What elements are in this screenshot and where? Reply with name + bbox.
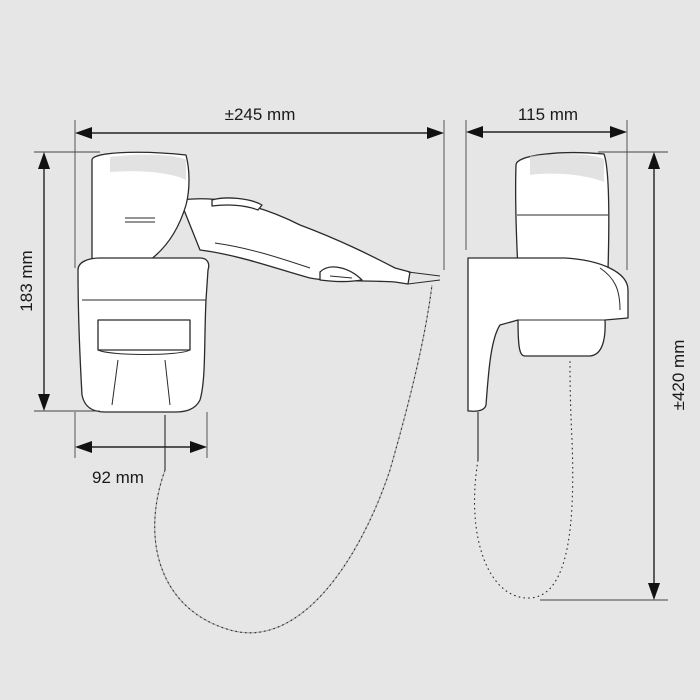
- dim-side-width-label: 115 mm: [518, 105, 578, 124]
- side-coiled-cord: [474, 359, 574, 599]
- dim-total-height: ±420 mm: [540, 151, 688, 601]
- front-view: ±245 mm 183 mm 92 mm: [17, 105, 445, 634]
- side-dryer-body: [514, 151, 610, 271]
- dim-holder-width: 92 mm: [74, 412, 208, 487]
- side-view: 115 mm ±420 mm: [465, 105, 688, 601]
- dim-side-width: 115 mm: [465, 105, 628, 270]
- side-wall-holder: [467, 257, 629, 412]
- front-dryer-body: [91, 151, 441, 285]
- front-wall-holder: [77, 257, 210, 413]
- dim-total-height-label: ±420 mm: [669, 340, 688, 411]
- dim-holder-height: 183 mm: [17, 151, 100, 412]
- dim-total-width-label: ±245 mm: [225, 105, 296, 124]
- dim-holder-width-label: 92 mm: [92, 468, 144, 487]
- dim-holder-height-label: 183 mm: [17, 250, 36, 311]
- dim-total-width: ±245 mm: [74, 105, 445, 270]
- front-coiled-cord: [154, 284, 433, 634]
